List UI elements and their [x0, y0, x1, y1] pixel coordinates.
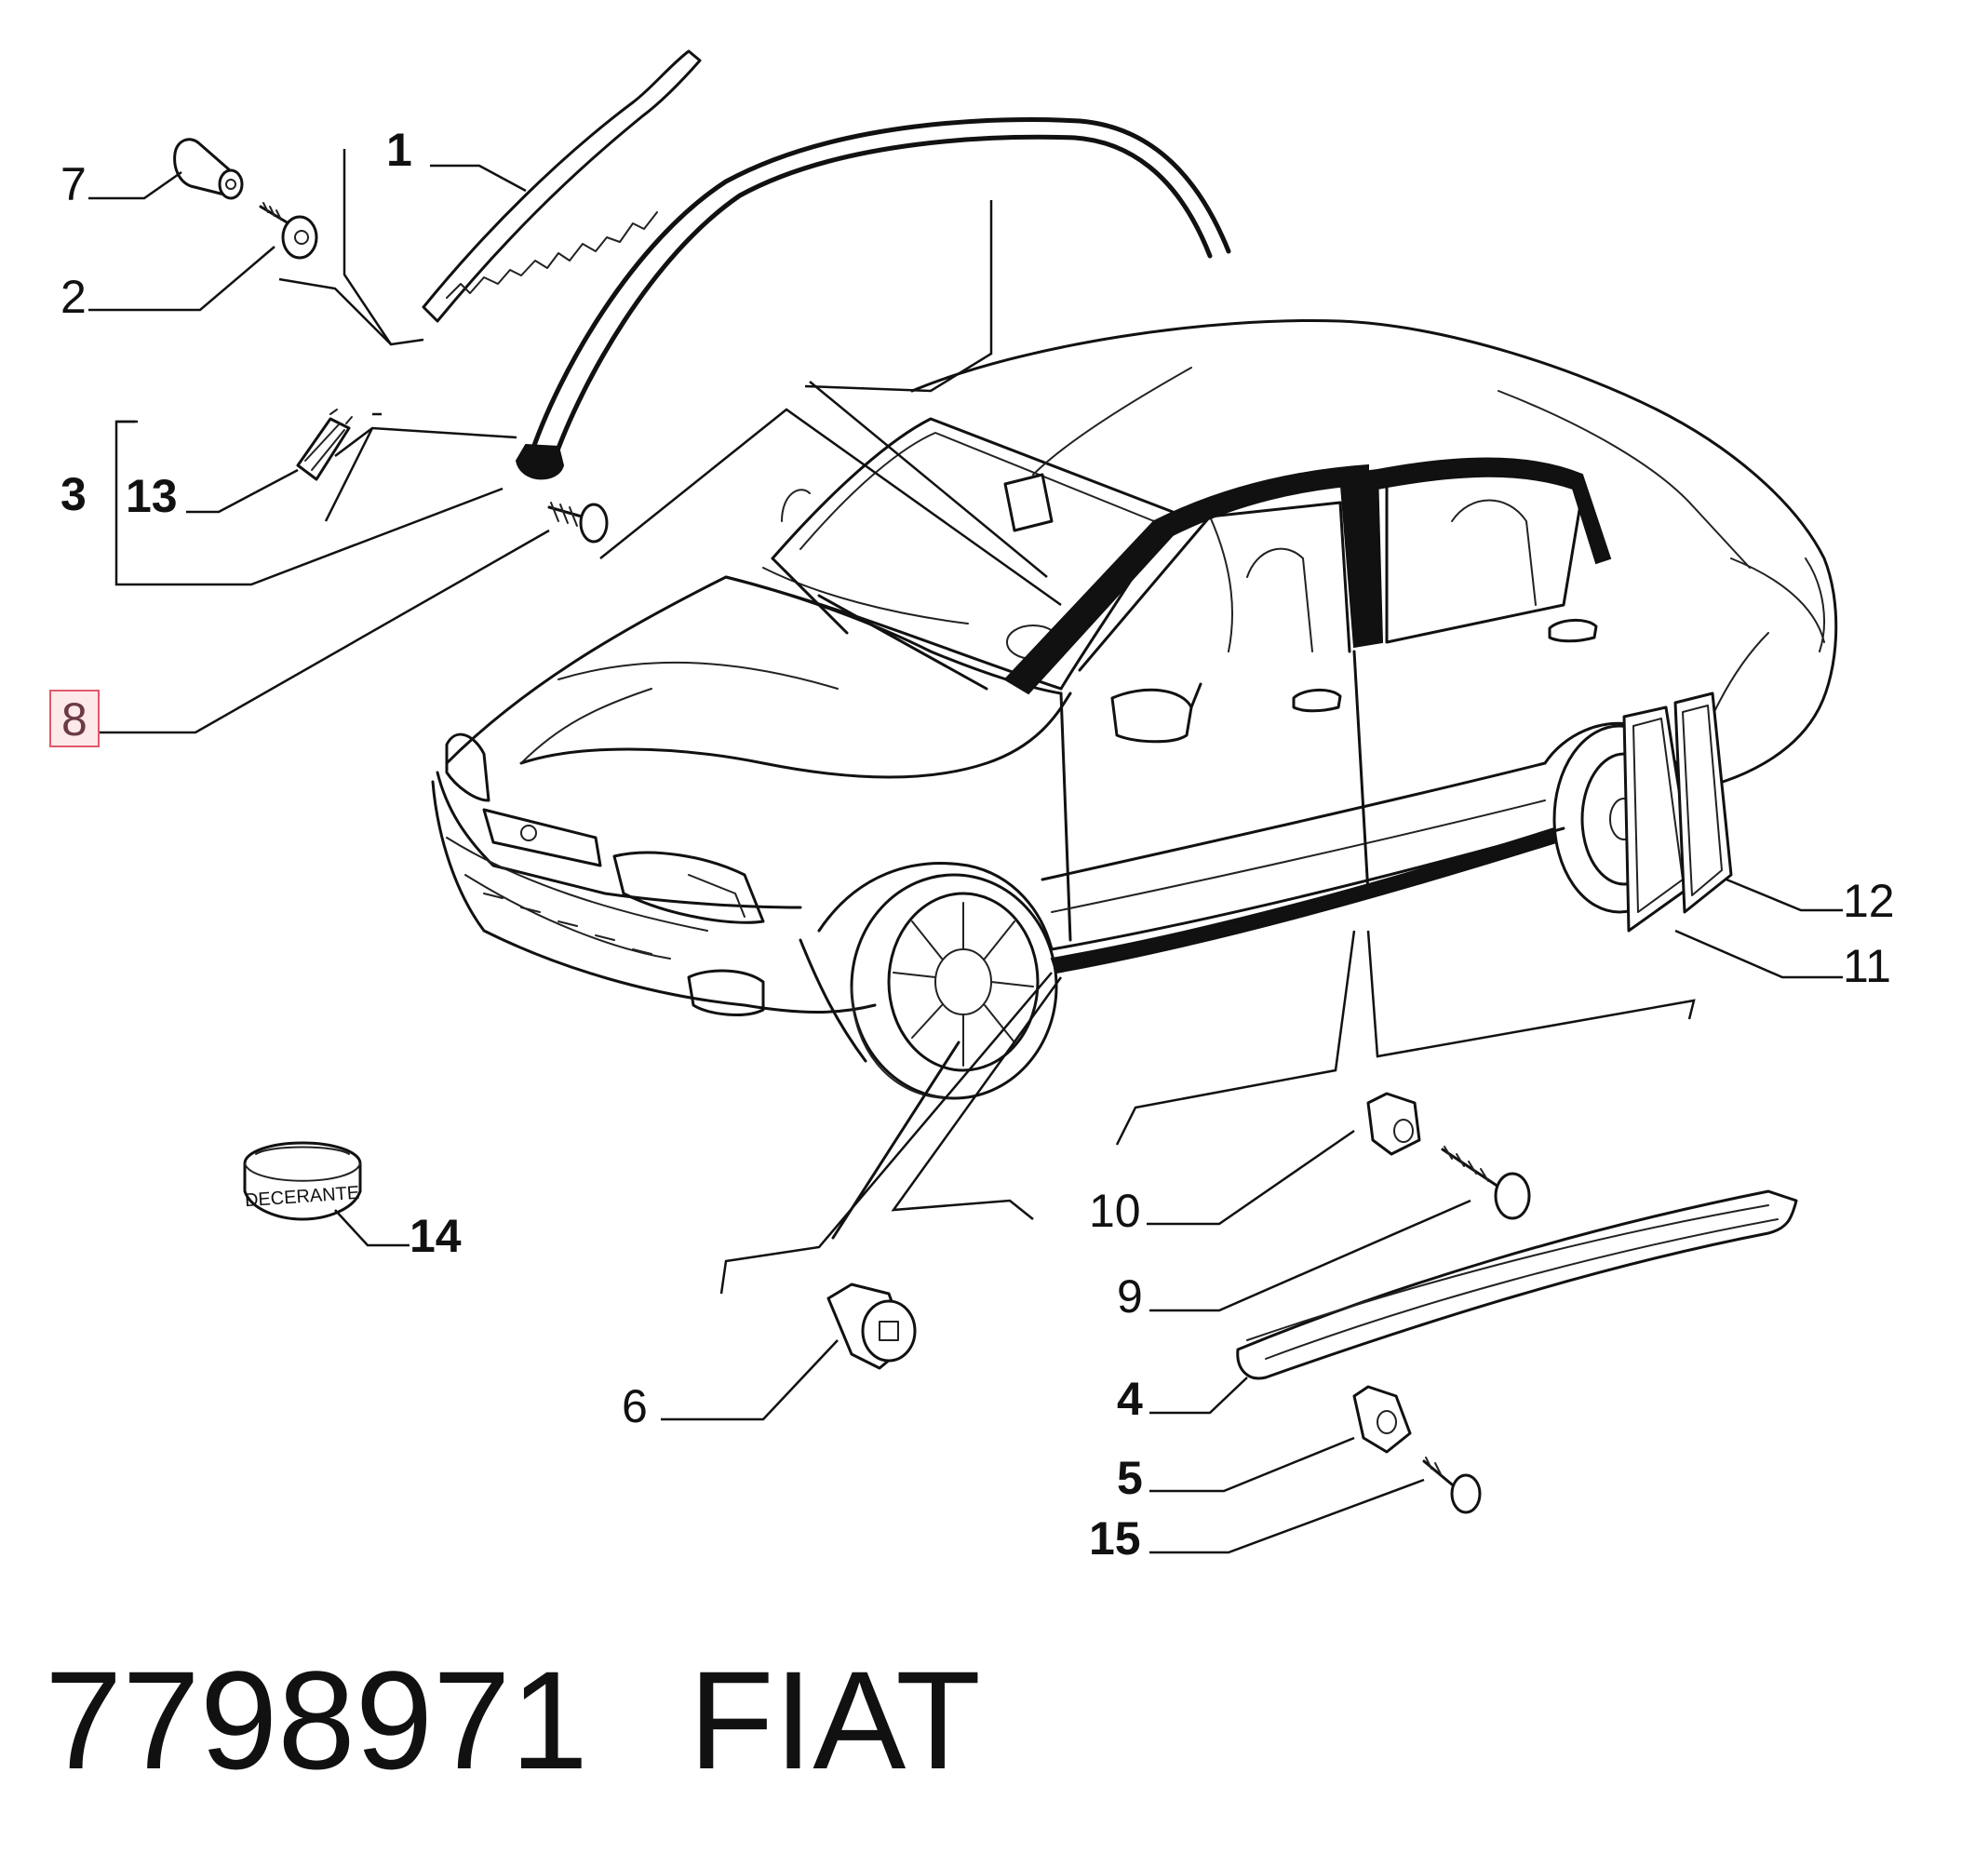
part-9-screw [1441, 1146, 1531, 1220]
callout-15: 15 [1089, 1512, 1141, 1565]
part-number: 7798971 [45, 1642, 588, 1798]
callout-3: 3 [60, 468, 87, 520]
callout-9: 9 [1117, 1270, 1143, 1323]
callout-labels: 1 7 2 3 13 8 12 11 14 10 9 4 6 5 15 [49, 124, 1895, 1565]
callout-14: 14 [410, 1210, 462, 1262]
part-2-screw [259, 202, 318, 260]
callout-7: 7 [60, 158, 87, 210]
part-7-plug [173, 138, 244, 200]
part-8-push-pin [547, 502, 609, 544]
part-5-clip [1352, 1385, 1412, 1454]
front-wheel [850, 873, 1058, 1100]
callout-11: 11 [1843, 940, 1891, 992]
car-illustration [431, 318, 1838, 1100]
part-14-degreaser-can: DECERANTE [243, 1141, 362, 1221]
part-15-screw [1422, 1457, 1482, 1514]
callout-1: 1 [386, 124, 412, 176]
part-13-clip [296, 409, 353, 481]
callout-8-highlight [49, 690, 100, 747]
callout-12: 12 [1843, 875, 1895, 927]
leader-lines [88, 149, 1843, 1554]
footer: 7798971 FIAT [45, 1642, 981, 1798]
callout-13: 13 [126, 470, 178, 522]
part-1-weatherstrip [422, 49, 702, 323]
callout-10: 10 [1089, 1185, 1141, 1237]
part-6-fastener [826, 1283, 917, 1370]
part-10-clip-nut [1366, 1092, 1421, 1156]
callout-8[interactable]: 8 [61, 693, 87, 745]
seal-strips [1003, 457, 1612, 974]
callout-4: 4 [1117, 1373, 1143, 1425]
part-4-sill-molding [1236, 1189, 1798, 1380]
brand-name: FIAT [689, 1642, 981, 1798]
callout-2: 2 [60, 271, 87, 323]
roof-frame-molding [515, 117, 1231, 480]
part-11-12-pillar-panels [1622, 692, 1733, 933]
callout-5: 5 [1117, 1452, 1143, 1504]
callout-6: 6 [622, 1380, 648, 1432]
